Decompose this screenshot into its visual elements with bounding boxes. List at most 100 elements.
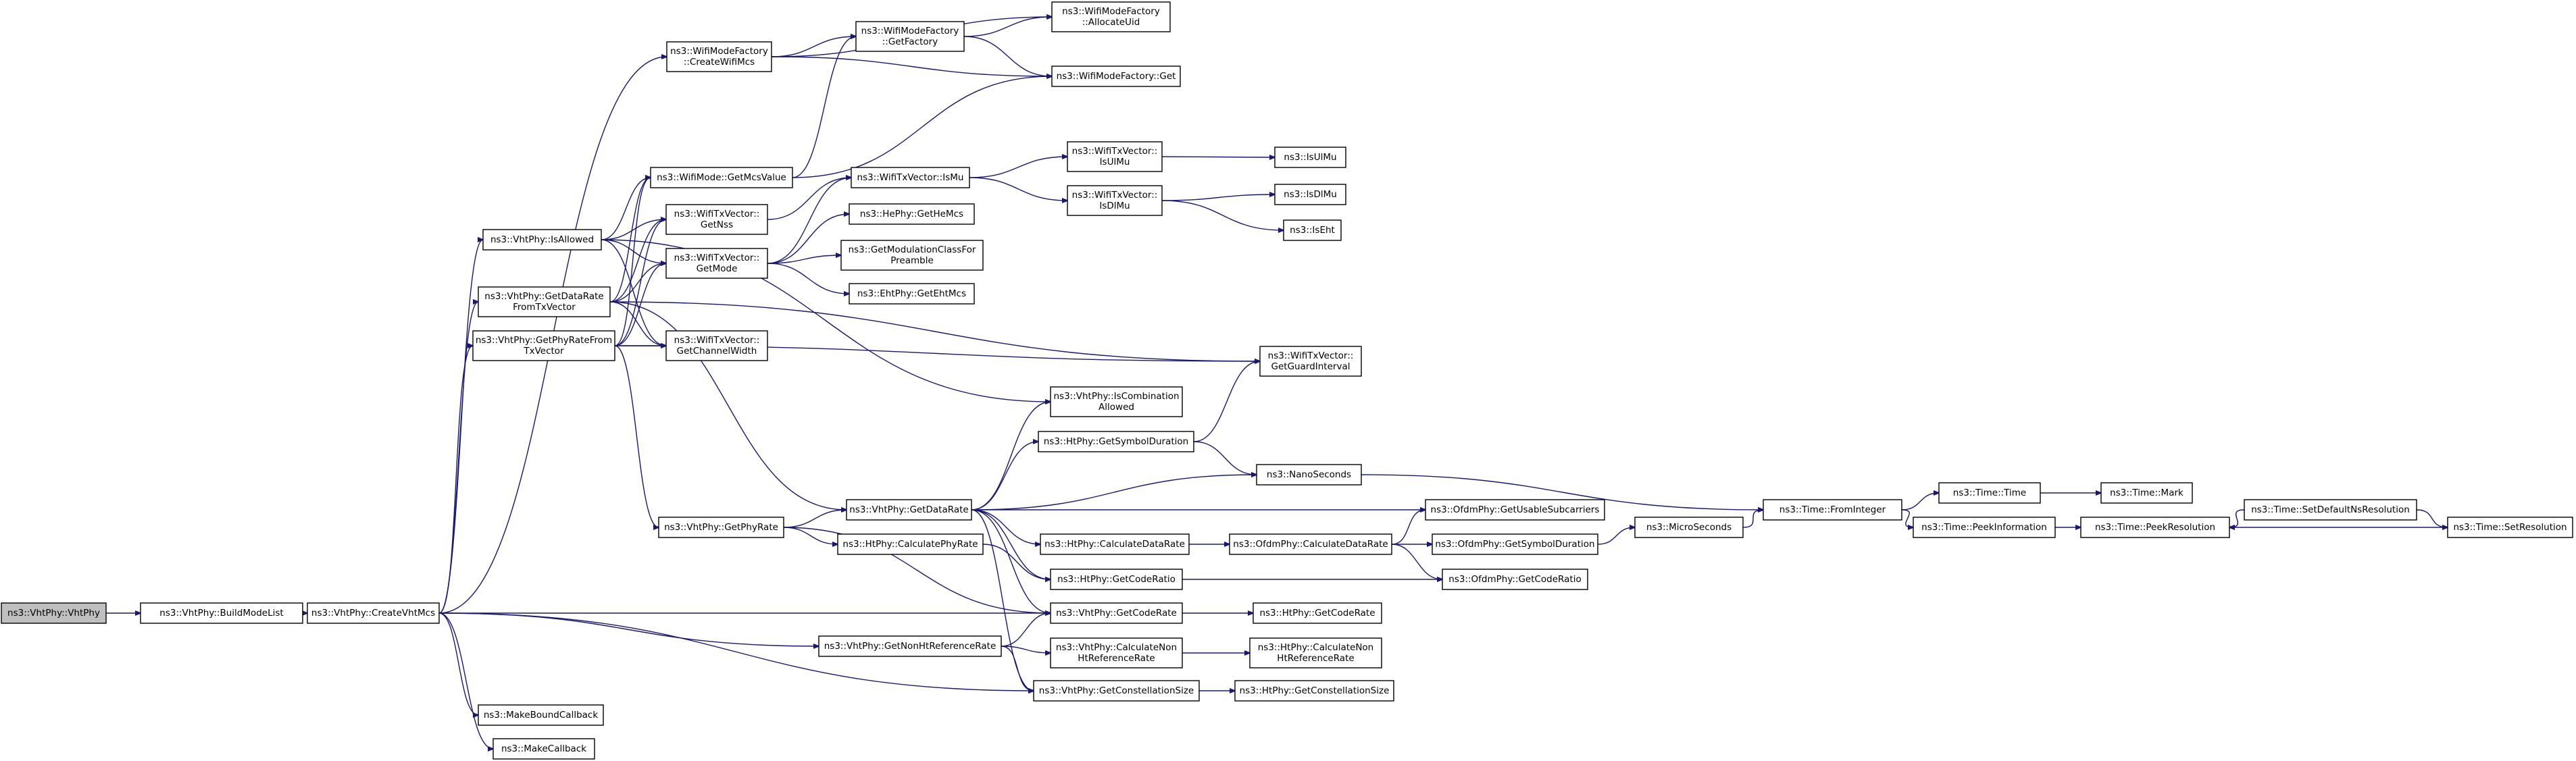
node-label: GetChannelWidth	[677, 346, 757, 357]
node-label: ns3::VhtPhy::BuildModeList	[159, 608, 283, 619]
node-box	[1067, 141, 1163, 172]
edge-time-from-integer-to-time-peek-information	[1901, 509, 1913, 527]
node-time-from-integer[interactable]: ns3::Time::FromInteger	[1763, 499, 1902, 521]
node-ht-get-code-rate[interactable]: ns3::HtPhy::GetCodeRate	[1253, 602, 1382, 624]
edge-create-vht-mcs-to-get-phy-rate-from-txvector	[438, 346, 473, 614]
node-time-set-default-ns-resolution[interactable]: ns3::Time::SetDefaultNsResolution	[2244, 499, 2417, 521]
node-ht-calculate-data-rate[interactable]: ns3::HtPhy::CalculateDataRate	[1040, 533, 1190, 555]
node-get-guard-interval[interactable]: ns3::WifiTxVector::GetGuardInterval	[1259, 346, 1362, 377]
edge-is-dl-mu-to-ns3-is-eht	[1161, 200, 1284, 230]
node-box	[2100, 482, 2193, 504]
node-time-ctor[interactable]: ns3::Time::Time	[1938, 482, 2041, 504]
node-make-callback[interactable]: ns3::MakeCallback	[493, 738, 595, 760]
node-wifi-mode-factory-get[interactable]: ns3::WifiModeFactory::Get	[1051, 65, 1181, 87]
node-ht-calculate-phy-rate[interactable]: ns3::HtPhy::CalculatePhyRate	[837, 533, 984, 555]
node-ofdm-get-usable-subcarriers[interactable]: ns3::OfdmPhy::GetUsableSubcarriers	[1425, 499, 1605, 521]
node-vhtphy-ctor[interactable]: ns3::VhtPhy::VhtPhy	[1, 602, 107, 624]
edge-get-factory-to-wifi-mode-factory-get	[963, 36, 1052, 76]
node-ns3-is-dl-mu[interactable]: ns3::IsDlMu	[1274, 184, 1346, 205]
edge-get-data-rate-from-txvector-to-get-nss	[609, 219, 666, 303]
edge-ofdm-get-symbol-duration-to-micro-seconds	[1597, 527, 1635, 545]
edge-get-mode-to-get-modulation-class	[767, 255, 841, 264]
edge-get-data-rate-from-txvector-to-get-mcs-value	[609, 178, 651, 303]
node-is-allowed[interactable]: ns3::VhtPhy::IsAllowed	[482, 229, 602, 251]
node-ofdm-get-symbol-duration[interactable]: ns3::OfdmPhy::GetSymbolDuration	[1432, 533, 1598, 555]
node-ns3-is-ul-mu[interactable]: ns3::IsUlMu	[1274, 147, 1346, 168]
node-is-dl-mu[interactable]: ns3::WifiTxVector::IsDlMu	[1067, 185, 1163, 216]
node-make-bound-callback[interactable]: ns3::MakeBoundCallback	[478, 704, 604, 726]
node-label: ns3::WifiModeFactory	[1062, 6, 1160, 17]
node-box	[1253, 602, 1382, 624]
node-time-peek-information[interactable]: ns3::Time::PeekInformation	[1913, 517, 2056, 538]
node-build-mode-list[interactable]: ns3::VhtPhy::BuildModeList	[140, 602, 303, 624]
node-box	[482, 229, 602, 251]
node-label: Allowed	[1098, 402, 1134, 413]
node-vht-get-constellation-size[interactable]: ns3::VhtPhy::GetConstellationSize	[1033, 680, 1200, 702]
node-label: ns3::WifiTxVector::IsMu	[857, 172, 964, 183]
edge-nano-seconds-to-time-from-integer	[1361, 474, 1763, 510]
node-get-phy-rate[interactable]: ns3::VhtPhy::GetPhyRate	[658, 517, 784, 538]
node-ofdm-calculate-data-rate[interactable]: ns3::OfdmPhy::CalculateDataRate	[1229, 533, 1392, 555]
node-ht-get-symbol-duration[interactable]: ns3::HtPhy::GetSymbolDuration	[1038, 431, 1194, 452]
node-label: ::CreateWifiMcs	[684, 57, 755, 68]
node-label: FromTxVector	[513, 302, 576, 313]
node-is-mu[interactable]: ns3::WifiTxVector::IsMu	[851, 167, 970, 188]
node-box	[2244, 499, 2417, 521]
node-box	[1274, 184, 1346, 205]
node-get-he-mcs[interactable]: ns3::HePhy::GetHeMcs	[849, 203, 975, 225]
node-label: ns3::Time::SetDefaultNsResolution	[2251, 504, 2410, 515]
node-get-mcs-value[interactable]: ns3::WifiMode::GetMcsValue	[650, 167, 793, 188]
node-vht-get-code-rate[interactable]: ns3::VhtPhy::GetCodeRate	[1050, 602, 1183, 624]
edge-get-phy-rate-to-vht-get-code-rate	[783, 527, 1051, 613]
node-box	[2080, 517, 2230, 538]
node-allocate-uid[interactable]: ns3::WifiModeFactory::AllocateUid	[1051, 1, 1171, 32]
node-label: ns3::WifiTxVector::	[674, 253, 760, 263]
node-nano-seconds[interactable]: ns3::NanoSeconds	[1256, 464, 1362, 486]
node-box	[840, 240, 984, 271]
edge-is-allowed-to-get-nss	[601, 219, 666, 240]
node-label: HtReferenceRate	[1078, 653, 1155, 664]
node-label: ns3::MakeBoundCallback	[484, 710, 599, 720]
node-micro-seconds[interactable]: ns3::MicroSeconds	[1634, 517, 1744, 538]
node-box	[307, 602, 440, 624]
node-box	[493, 738, 595, 760]
node-get-non-ht-reference-rate[interactable]: ns3::VhtPhy::GetNonHtReferenceRate	[818, 635, 1002, 657]
node-create-wifi-mcs[interactable]: ns3::WifiModeFactory::CreateWifiMcs	[666, 41, 772, 72]
node-label: GetGuardInterval	[1271, 361, 1350, 372]
node-box	[478, 704, 604, 726]
edge-vht-get-data-rate-to-vht-get-constellation-size	[971, 509, 1034, 691]
edge-vht-get-data-rate-to-vht-get-code-rate	[971, 509, 1051, 613]
node-time-set-resolution[interactable]: ns3::Time::SetResolution	[2447, 517, 2573, 538]
node-label: ns3::HePhy::GetHeMcs	[860, 209, 963, 219]
node-ofdm-get-code-ratio[interactable]: ns3::OfdmPhy::GetCodeRatio	[1442, 569, 1588, 590]
node-box	[665, 330, 768, 361]
node-get-factory[interactable]: ns3::WifiModeFactory::GetFactory	[855, 21, 965, 52]
node-get-eht-mcs[interactable]: ns3::EhtPhy::GetEhtMcs	[849, 283, 975, 305]
node-label: GetNss	[701, 219, 733, 230]
node-vht-get-data-rate[interactable]: ns3::VhtPhy::GetDataRate	[846, 499, 972, 521]
edge-create-vht-mcs-to-get-non-ht-reference-rate	[438, 612, 819, 646]
node-ht-get-constellation-size[interactable]: ns3::HtPhy::GetConstellationSize	[1234, 680, 1394, 702]
node-box	[1249, 637, 1382, 668]
node-time-peek-resolution[interactable]: ns3::Time::PeekResolution	[2080, 517, 2230, 538]
node-create-vht-mcs[interactable]: ns3::VhtPhy::CreateVhtMcs	[307, 602, 440, 624]
node-is-ul-mu[interactable]: ns3::WifiTxVector::IsUlMu	[1067, 141, 1163, 172]
node-box	[1033, 680, 1200, 702]
node-box	[472, 330, 615, 361]
node-box	[851, 167, 970, 188]
node-ns3-is-eht[interactable]: ns3::IsEht	[1283, 219, 1342, 241]
node-ht-get-code-ratio[interactable]: ns3::HtPhy::GetCodeRatio	[1050, 569, 1183, 590]
node-time-mark[interactable]: ns3::Time::Mark	[2100, 482, 2193, 504]
node-box	[665, 204, 768, 235]
node-get-mode[interactable]: ns3::WifiTxVector::GetMode	[665, 248, 768, 279]
node-label: ns3::WifiTxVector::	[1268, 350, 1354, 361]
node-get-nss[interactable]: ns3::WifiTxVector::GetNss	[665, 204, 768, 235]
node-box	[666, 41, 772, 72]
node-get-channel-width[interactable]: ns3::WifiTxVector::GetChannelWidth	[665, 330, 768, 361]
